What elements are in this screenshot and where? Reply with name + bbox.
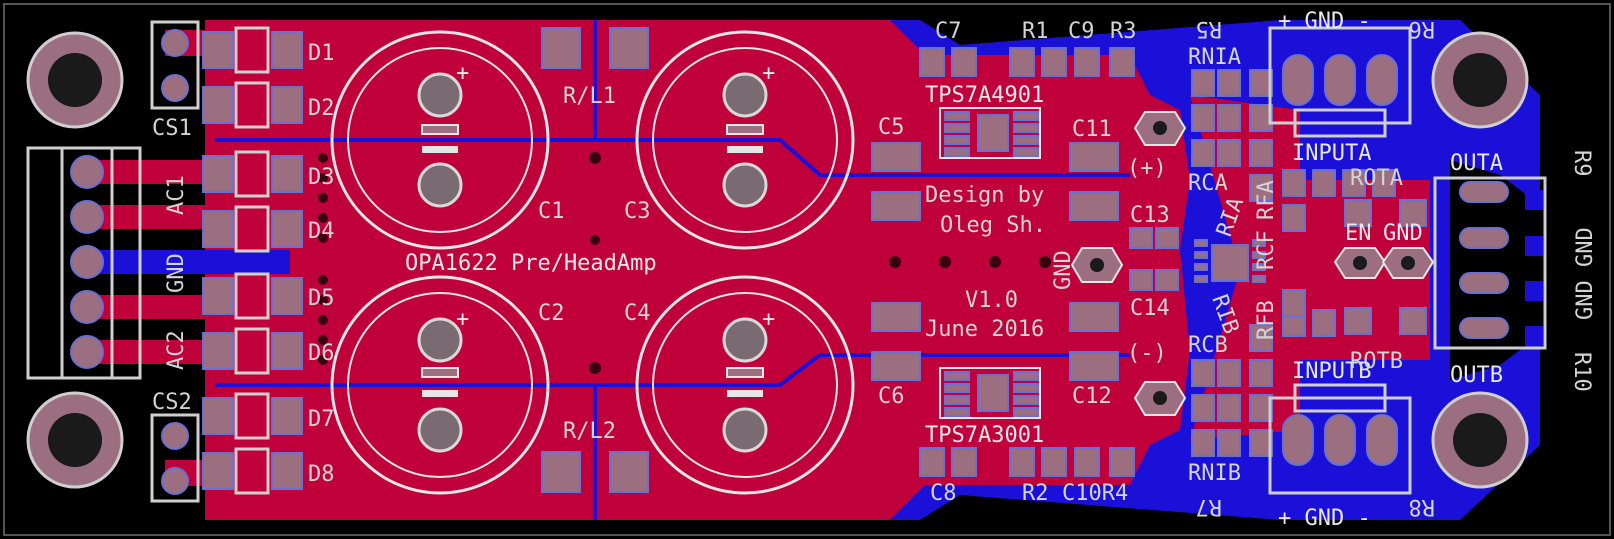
silkscreen-labels: D1 D2 D3 D4 D5 D6 D7 D8 CS1 CS2 AC1 GND …	[152, 9, 1598, 531]
resistor-pads-right	[1191, 69, 1427, 457]
label-d6: D6	[308, 341, 335, 366]
label-d7: D7	[308, 407, 335, 432]
label-outb: OUTB	[1450, 363, 1503, 388]
label-r5: R5	[1196, 16, 1223, 41]
label-polarity-top: + GND -	[1278, 9, 1371, 34]
label-minus: (-)	[1127, 341, 1167, 366]
jumper-en-gnd	[1333, 247, 1435, 279]
label-input-a: INPUTA	[1292, 141, 1371, 166]
label-outa: OUTA	[1450, 151, 1503, 176]
label-rota: ROTA	[1350, 166, 1403, 191]
label-c5: C5	[878, 115, 905, 140]
label-cs1: CS1	[152, 116, 192, 141]
label-c10r4: C10R4	[1062, 481, 1128, 506]
label-rfb: RFB	[1254, 300, 1279, 340]
label-gnd-en: GND	[1383, 221, 1423, 246]
label-c13: C13	[1130, 203, 1170, 228]
label-d4: D4	[308, 219, 335, 244]
opamp-chip	[1194, 239, 1266, 283]
label-r7: R7	[1196, 494, 1223, 519]
label-d2: D2	[308, 96, 335, 121]
label-c4: C4	[624, 301, 651, 326]
label-rotb: ROTB	[1350, 349, 1403, 374]
svg-text:+: +	[762, 307, 775, 332]
label-rca: RCA	[1188, 171, 1228, 196]
input-traces	[90, 30, 290, 486]
capacitor-c1: +	[330, 30, 550, 250]
label-r10: R10	[1569, 352, 1594, 392]
label-gnd-testpoint: GND	[1051, 250, 1076, 290]
label-polarity-bottom: + GND -	[1278, 506, 1371, 531]
label-input-b: INPUTB	[1292, 359, 1371, 384]
connector-input-b	[1268, 383, 1412, 495]
label-c11: C11	[1072, 117, 1112, 142]
label-c3: C3	[624, 199, 651, 224]
trace-upper	[215, 138, 1130, 177]
label-tps7a4901: TPS7A4901	[925, 83, 1044, 108]
regulator-tps7a3001	[939, 367, 1041, 419]
label-rnib: RNIB	[1188, 461, 1241, 486]
regulator-tps7a4901	[939, 107, 1041, 159]
connector-output	[1433, 176, 1547, 350]
label-version: V1.0	[965, 288, 1018, 313]
label-c12: C12	[1072, 384, 1112, 409]
label-design-by: Design by	[925, 183, 1044, 208]
label-d1: D1	[308, 41, 335, 66]
label-cs2: CS2	[152, 390, 192, 415]
label-rnia: RNIA	[1188, 45, 1241, 70]
capacitor-c4: +	[635, 275, 855, 495]
label-d8: D8	[308, 462, 335, 487]
label-rfa: RFA	[1254, 180, 1279, 220]
jumper-cs2	[150, 413, 200, 503]
label-en: EN	[1345, 221, 1372, 246]
label-c9: C9	[1068, 19, 1095, 44]
label-rl1: R/L1	[563, 84, 616, 109]
label-ac2: AC2	[164, 330, 189, 370]
smd-pads	[871, 47, 1179, 477]
label-r2: R2	[1022, 481, 1049, 506]
label-r6: R6	[1409, 16, 1436, 41]
capacitor-c2: +	[330, 275, 550, 495]
power-connector	[26, 146, 142, 380]
label-gnd-input: GND	[164, 253, 189, 293]
label-r3: R3	[1110, 19, 1137, 44]
capacitor-c3: +	[635, 30, 855, 250]
svg-text:+: +	[456, 307, 469, 332]
svg-text:+: +	[456, 61, 469, 86]
label-r8: R8	[1409, 494, 1436, 519]
svg-text:+: +	[762, 61, 775, 86]
label-c7: C7	[935, 19, 962, 44]
connector-input-a	[1268, 26, 1412, 138]
label-rcf: RCF	[1254, 230, 1279, 270]
label-plus: (+)	[1127, 156, 1167, 181]
mounting-holes	[26, 31, 1529, 489]
label-date: June 2016	[925, 317, 1044, 342]
label-rcb: RCB	[1188, 333, 1228, 358]
inductor-rl1-pads	[541, 27, 649, 69]
label-c2: C2	[538, 301, 565, 326]
label-r1: R1	[1022, 19, 1049, 44]
label-c6: C6	[878, 384, 905, 409]
label-r9: R9	[1569, 150, 1594, 177]
test-points	[1070, 111, 1187, 416]
label-d3: D3	[308, 165, 335, 190]
trace-lower	[215, 353, 1130, 387]
jumper-cs1	[150, 20, 200, 110]
board-title: OPA1622 Pre/HeadAmp	[405, 251, 657, 276]
inductor-rl2-pads	[541, 451, 649, 493]
diode-pads	[202, 26, 303, 495]
label-tps7a3001: TPS7A3001	[925, 423, 1044, 448]
label-designer: Oleg Sh.	[940, 213, 1046, 238]
label-c14: C14	[1130, 296, 1170, 321]
label-c8: C8	[930, 481, 957, 506]
label-c1: C1	[538, 199, 565, 224]
label-out-gnd: GND GND	[1573, 227, 1598, 320]
label-ac1: AC1	[164, 175, 189, 215]
label-rl2: R/L2	[563, 419, 616, 444]
label-d5: D5	[308, 286, 335, 311]
